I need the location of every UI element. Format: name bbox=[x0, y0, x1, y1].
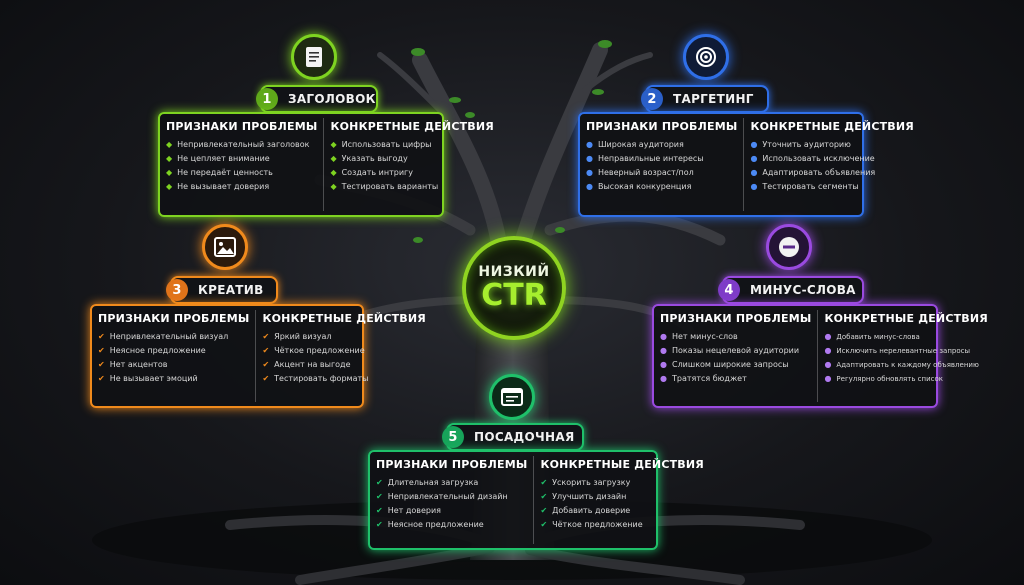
card-3-panel: ПРИЗНАКИ ПРОБЛЕМЫ ✔Непривлекательный виз… bbox=[90, 304, 426, 408]
center-label-main: CTR bbox=[481, 278, 547, 313]
card-4-number: 4 bbox=[718, 279, 740, 301]
card-3-problems: ПРИЗНАКИ ПРОБЛЕМЫ ✔Непривлекательный виз… bbox=[92, 310, 255, 402]
card-1-actions-heading: КОНКРЕТНЫЕ ДЕЙСТВИЯ bbox=[330, 120, 494, 133]
list-item: ◆Тестировать варианты bbox=[330, 182, 439, 191]
card-2-actions: КОНКРЕТНЫЕ ДЕЙСТВИЯ ●Уточнить аудиторию … bbox=[743, 118, 920, 211]
list-item: ●Добавить минус-слова bbox=[824, 332, 920, 341]
list-item: ●Нет минус-слов bbox=[660, 332, 738, 341]
list-item: ◆Непривлекательный заголовок bbox=[166, 140, 310, 149]
image-icon bbox=[202, 224, 248, 270]
card-1-title-text: ЗАГОЛОВОК bbox=[288, 92, 376, 106]
list-item: ●Тратятся бюджет bbox=[660, 374, 747, 383]
card-4-problems-heading: ПРИЗНАКИ ПРОБЛЕМЫ bbox=[660, 312, 812, 325]
card-5-actions-heading: КОНКРЕТНЫЕ ДЕЙСТВИЯ bbox=[540, 458, 704, 471]
list-item: ✔Яркий визуал bbox=[262, 332, 332, 341]
card-4-actions-heading: КОНКРЕТНЫЕ ДЕЙСТВИЯ bbox=[824, 312, 988, 325]
center-node: НИЗКИЙ CTR bbox=[462, 236, 566, 340]
card-5-problems-heading: ПРИЗНАКИ ПРОБЛЕМЫ bbox=[376, 458, 528, 471]
card-5-actions: КОНКРЕТНЫЕ ДЕЙСТВИЯ ✔Ускорить загрузку ✔… bbox=[533, 456, 710, 544]
list-item: ●Уточнить аудиторию bbox=[750, 140, 851, 149]
list-item: ●Адаптировать к каждому объявлению bbox=[824, 360, 979, 369]
list-item: ●Использовать исключение bbox=[750, 154, 875, 163]
list-item: ✔Ускорить загрузку bbox=[540, 478, 631, 487]
card-2-panel: ПРИЗНАКИ ПРОБЛЕМЫ ●Широкая аудитория ●Не… bbox=[578, 112, 914, 217]
card-5-panel: ПРИЗНАКИ ПРОБЛЕМЫ ✔Длительная загрузка ✔… bbox=[368, 450, 704, 550]
card-3-problems-heading: ПРИЗНАКИ ПРОБЛЕМЫ bbox=[98, 312, 250, 325]
list-item: ✔Не вызывает эмоций bbox=[98, 374, 198, 383]
list-item: ✔Непривлекательный визуал bbox=[98, 332, 229, 341]
card-4-title: 4 МИНУС-СЛОВА bbox=[718, 276, 864, 304]
card-5-problems: ПРИЗНАКИ ПРОБЛЕМЫ ✔Длительная загрузка ✔… bbox=[370, 456, 533, 544]
list-item: ●Высокая конкуренция bbox=[586, 182, 692, 191]
list-item: ✔Нет акцентов bbox=[98, 360, 168, 369]
card-1-problems-heading: ПРИЗНАКИ ПРОБЛЕМЫ bbox=[166, 120, 318, 133]
card-3-actions-heading: КОНКРЕТНЫЕ ДЕЙСТВИЯ bbox=[262, 312, 426, 325]
card-3-actions: КОНКРЕТНЫЕ ДЕЙСТВИЯ ✔Яркий визуал ✔Чётко… bbox=[255, 310, 432, 402]
list-item: ◆Не цепляет внимание bbox=[166, 154, 270, 163]
card-3-title-text: КРЕАТИВ bbox=[198, 283, 264, 297]
list-item: ●Широкая аудитория bbox=[586, 140, 684, 149]
document-icon bbox=[291, 34, 337, 80]
card-4-problems: ПРИЗНАКИ ПРОБЛЕМЫ ●Нет минус-слов ●Показ… bbox=[654, 310, 817, 402]
card-1-number: 1 bbox=[256, 88, 278, 110]
center-label-top: НИЗКИЙ bbox=[478, 264, 550, 280]
card-3-title: 3 КРЕАТИВ bbox=[166, 276, 278, 304]
card-2-problems: ПРИЗНАКИ ПРОБЛЕМЫ ●Широкая аудитория ●Не… bbox=[580, 118, 743, 211]
card-1-panel: ПРИЗНАКИ ПРОБЛЕМЫ ◆Непривлекательный заг… bbox=[158, 112, 494, 217]
list-item: ◆Создать интригу bbox=[330, 168, 413, 177]
card-1-actions: КОНКРЕТНЫЕ ДЕЙСТВИЯ ◆Использовать цифры … bbox=[323, 118, 500, 211]
list-item: ●Адаптировать объявления bbox=[750, 168, 876, 177]
minus-icon bbox=[766, 224, 812, 270]
list-item: ✔Тестировать форматы bbox=[262, 374, 369, 383]
list-item: ✔Неясное предложение bbox=[98, 346, 206, 355]
webpage-icon bbox=[489, 374, 535, 420]
list-item: ●Неправильные интересы bbox=[586, 154, 704, 163]
list-item: ◆Не вызывает доверия bbox=[166, 182, 270, 191]
card-5-title-text: ПОСАДОЧНАЯ bbox=[474, 430, 575, 444]
card-1-title: 1 ЗАГОЛОВОК bbox=[256, 85, 378, 113]
list-item: ✔Улучшить дизайн bbox=[540, 492, 627, 501]
list-item: ●Неверный возраст/пол bbox=[586, 168, 694, 177]
card-2-title-text: ТАРГЕТИНГ bbox=[673, 92, 754, 106]
list-item: ◆Указать выгоду bbox=[330, 154, 408, 163]
list-item: ✔Нет доверия bbox=[376, 506, 441, 515]
list-item: ●Показы нецелевой аудитории bbox=[660, 346, 800, 355]
list-item: ✔Длительная загрузка bbox=[376, 478, 479, 487]
target-icon bbox=[683, 34, 729, 80]
list-item: ✔Акцент на выгоде bbox=[262, 360, 351, 369]
card-4-title-text: МИНУС-СЛОВА bbox=[750, 283, 856, 297]
list-item: ✔Неясное предложение bbox=[376, 520, 484, 529]
card-2-problems-heading: ПРИЗНАКИ ПРОБЛЕМЫ bbox=[586, 120, 738, 133]
card-4-panel: ПРИЗНАКИ ПРОБЛЕМЫ ●Нет минус-слов ●Показ… bbox=[652, 304, 988, 408]
list-item: ●Тестировать сегменты bbox=[750, 182, 859, 191]
card-3-number: 3 bbox=[166, 279, 188, 301]
list-item: ✔Чёткое предложение bbox=[540, 520, 643, 529]
card-5-number: 5 bbox=[442, 426, 464, 448]
list-item: ✔Чёткое предложение bbox=[262, 346, 365, 355]
list-item: ●Исключить нерелевантные запросы bbox=[824, 346, 971, 355]
card-4-actions: КОНКРЕТНЫЕ ДЕЙСТВИЯ ●Добавить минус-слов… bbox=[817, 310, 994, 402]
card-2-title: 2 ТАРГЕТИНГ bbox=[641, 85, 769, 113]
card-1-problems: ПРИЗНАКИ ПРОБЛЕМЫ ◆Непривлекательный заг… bbox=[160, 118, 323, 211]
card-2-number: 2 bbox=[641, 88, 663, 110]
card-2-actions-heading: КОНКРЕТНЫЕ ДЕЙСТВИЯ bbox=[750, 120, 914, 133]
list-item: ◆Использовать цифры bbox=[330, 140, 432, 149]
list-item: ●Слишком широкие запросы bbox=[660, 360, 789, 369]
list-item: ✔Добавить доверие bbox=[540, 506, 631, 515]
list-item: ◆Не передаёт ценность bbox=[166, 168, 273, 177]
card-5-title: 5 ПОСАДОЧНАЯ bbox=[442, 423, 584, 451]
list-item: ●Регулярно обновлять список bbox=[824, 374, 944, 383]
list-item: ✔Непривлекательный дизайн bbox=[376, 492, 508, 501]
